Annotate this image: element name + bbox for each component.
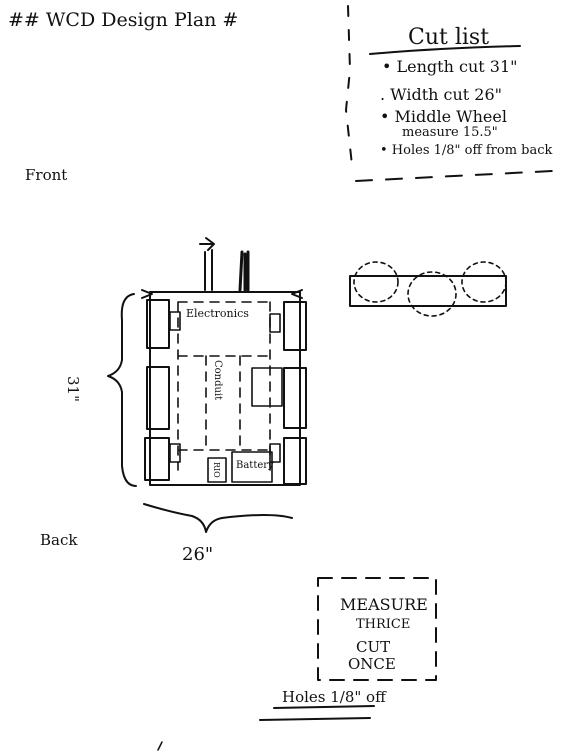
wheel-middle-right <box>283 367 307 429</box>
reminder-box <box>317 577 437 681</box>
wheel-front-left <box>146 299 170 349</box>
reminder-line: THRICE <box>356 617 410 632</box>
front-label: Front <box>25 166 67 184</box>
cut-list-divider <box>345 5 353 166</box>
gearbox-right-2 <box>269 443 281 463</box>
cut-list-bottom-rule <box>355 170 553 182</box>
wheel-back-left <box>144 437 170 481</box>
conduit-label: Conduit <box>212 360 223 400</box>
page-title: ## WCD Design Plan # <box>8 9 238 31</box>
middle-mount-right <box>251 367 283 407</box>
gearbox-right-1 <box>269 313 281 333</box>
cut-list-item: • Length cut 31" <box>382 57 517 76</box>
cut-list-item: . Width cut 26" <box>380 85 502 104</box>
stray-mark <box>157 741 163 751</box>
wheel-front-right <box>283 301 307 351</box>
length-brace <box>107 293 137 487</box>
reminder-line: ONCE <box>348 655 396 673</box>
cut-list-heading: Cut list <box>408 25 489 50</box>
gearbox-left-1 <box>169 311 181 331</box>
holes-note: Holes 1/8" off <box>282 688 387 706</box>
reminder-line: MEASURE <box>340 595 428 614</box>
wheel-back-right <box>283 437 307 485</box>
battery-box <box>231 451 273 483</box>
cut-list-item: • Holes 1/8" off from back <box>380 143 553 158</box>
wheel-side-view <box>349 261 507 317</box>
rio-label: RIO <box>212 462 221 478</box>
holes-note-rule <box>259 717 371 721</box>
length-dimension-label: 31" <box>64 376 82 402</box>
drivetrain-frame <box>141 289 303 486</box>
cut-list-heading-underline <box>369 45 521 55</box>
back-label: Back <box>40 531 78 549</box>
width-dimension-label: 26" <box>182 544 213 565</box>
front-arrow-icon <box>199 237 215 291</box>
electronics-label: Electronics <box>186 307 249 320</box>
wheel-middle-left <box>146 366 170 430</box>
reminder-line: CUT <box>356 638 390 656</box>
rio-box <box>207 457 227 483</box>
width-brace <box>143 503 293 533</box>
cut-list-item: • Middle Wheel <box>380 107 507 126</box>
intake-mechanism <box>238 250 250 292</box>
battery-label: Battery <box>236 460 274 471</box>
holes-note-underline <box>273 705 375 709</box>
gearbox-left-2 <box>169 443 181 463</box>
cut-list-item: measure 15.5" <box>402 125 498 140</box>
